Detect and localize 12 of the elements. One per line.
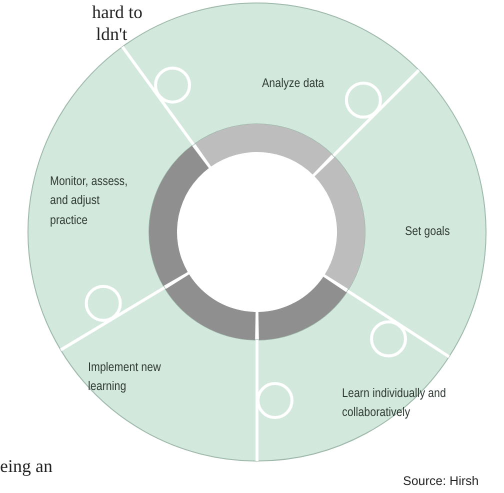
segment-label: Set goals (405, 223, 451, 240)
source-note: Source: Hirsh (403, 474, 479, 488)
segment-label: Monitor, assess, and adjust practice (50, 173, 129, 229)
segment-label: Analyze data (262, 75, 326, 92)
segment-label: Learn individually and collaboratively (342, 385, 447, 422)
puzzle-segment (332, 70, 486, 358)
puzzle-segment (60, 287, 258, 462)
body-text: eing an (0, 456, 52, 477)
segment-label: Implement new learning (88, 359, 162, 396)
body-text: hard to (92, 2, 142, 23)
puzzle-segment (28, 46, 194, 350)
body-text: ldn't (96, 24, 128, 45)
